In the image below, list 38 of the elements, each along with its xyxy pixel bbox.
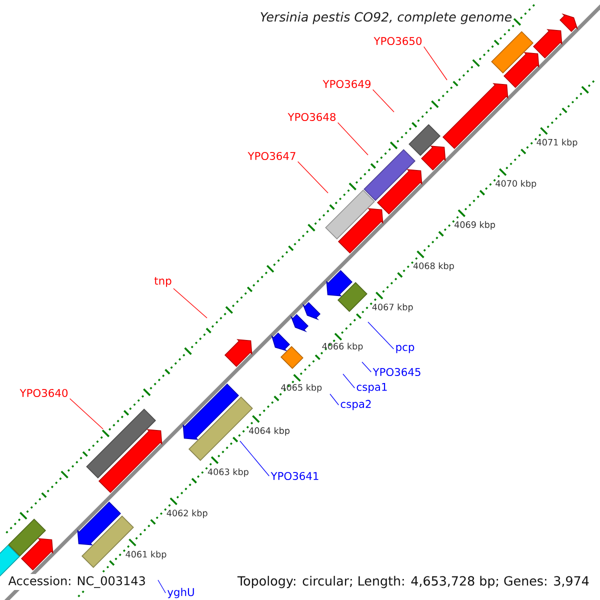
leader-line xyxy=(342,374,355,388)
scale-label: 4071 kbp xyxy=(536,138,578,148)
gene-label: cspa1 xyxy=(356,383,387,393)
genome-summary: Topology: circular; Length: 4,653,728 bp; Genes: 3,974 xyxy=(237,576,589,588)
leader-line xyxy=(240,440,270,476)
gene-label: YPO3648 xyxy=(288,112,336,122)
scale-label: 4065 kbp xyxy=(281,384,322,392)
scale-label: 4061 kbp xyxy=(126,550,166,560)
gene-label: cspa2 xyxy=(340,400,371,410)
scale-label: 4070 kbp xyxy=(496,180,536,188)
scale-label: 4066 kbp xyxy=(322,342,363,352)
leader-line xyxy=(158,580,166,594)
leader-line xyxy=(372,89,394,112)
leader-line xyxy=(338,122,368,156)
scale-label: 4068 kbp xyxy=(413,262,454,271)
scale-label: 4064 kbp xyxy=(249,427,290,436)
leader-line xyxy=(330,394,339,406)
gene-label: pcp xyxy=(396,344,414,354)
scale-label: 4067 kbp xyxy=(372,304,413,312)
leader-line xyxy=(173,288,208,318)
gene-label: YPO3645 xyxy=(372,368,420,376)
scale-label: 4062 kbp xyxy=(166,510,208,518)
gene-label: YPO3641 xyxy=(270,472,318,480)
leader-line xyxy=(298,161,328,194)
scale-label: 4063 kbp xyxy=(208,468,248,477)
gene-label: YPO3650 xyxy=(374,36,422,46)
gene-label: YPO3649 xyxy=(322,80,370,88)
gene-label: tnp xyxy=(154,277,172,287)
title: Yersinia pestis CO92, complete genome xyxy=(260,12,512,24)
gene-label: YPO3647 xyxy=(248,152,296,160)
leader-line xyxy=(424,46,448,80)
leader-line xyxy=(70,398,104,430)
gene-label: YPO3640 xyxy=(20,388,68,398)
accession-label: Accession: NC_003143 xyxy=(6,574,148,590)
leader-line xyxy=(368,322,394,350)
gene-label: yghU xyxy=(168,588,194,598)
scale-label: 4069 kbp xyxy=(454,221,496,230)
leader-line xyxy=(362,362,372,372)
